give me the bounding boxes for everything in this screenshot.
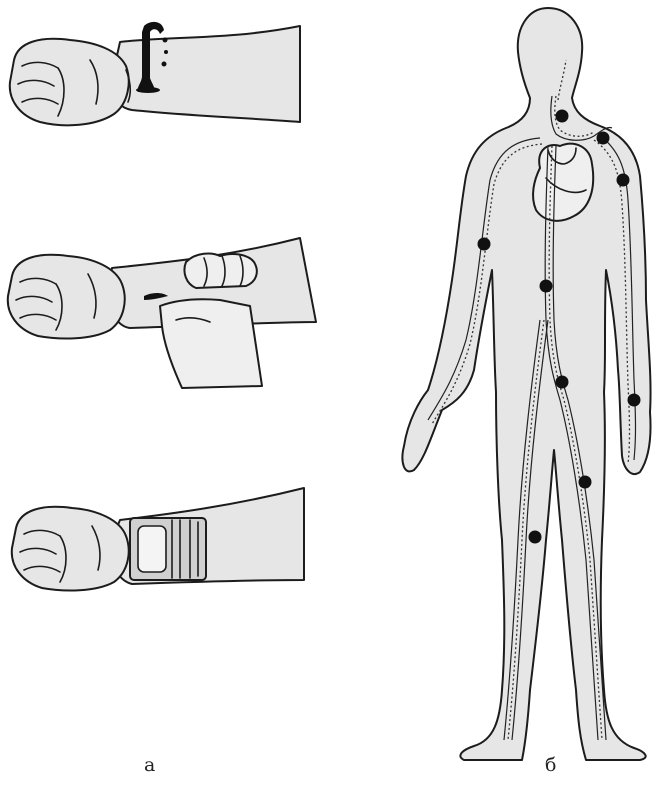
pressure-point-shoulder [597,132,610,145]
pressure-point-wrist [628,394,641,407]
pressure-point-knee [529,531,542,544]
pressure-point-abdomen [540,280,553,293]
pressure-point-neck [556,110,569,123]
arm-bleeding-icon [10,22,300,125]
panel-b-caption: б [545,754,556,776]
arm-finger-pressure-icon [8,238,316,388]
panel-a-caption: а [144,754,155,776]
arm-pressure-bandage-icon [12,488,304,590]
pressure-point-groin [556,376,569,389]
pressure-point-upper-arm [478,238,491,251]
pressure-point-axilla [617,174,630,187]
panel-b [402,8,650,760]
pressure-point-thigh [579,476,592,489]
panel-a [8,22,316,591]
human-body-circulation-icon [402,8,650,760]
